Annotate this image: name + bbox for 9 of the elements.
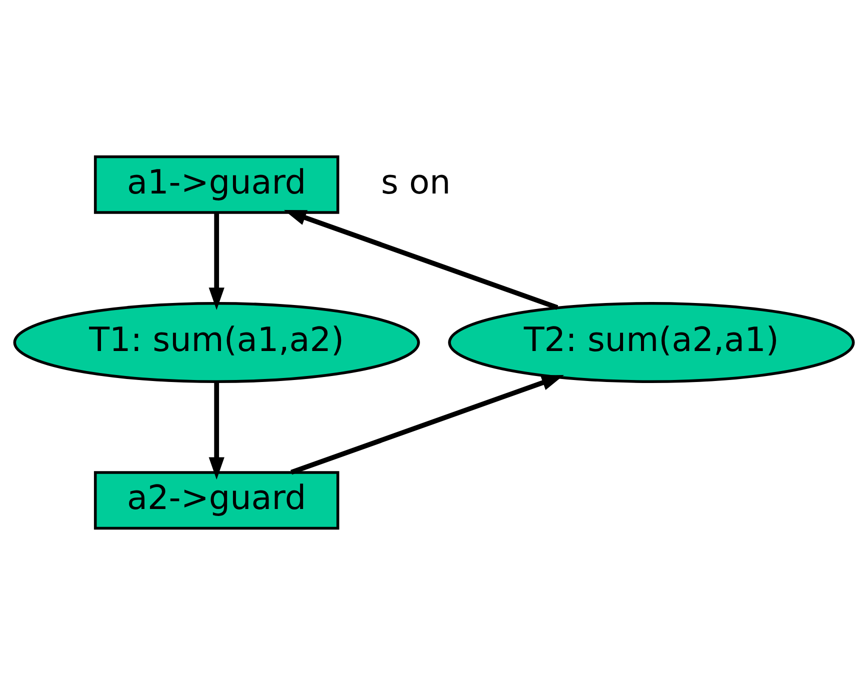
arrow: [290, 374, 564, 474]
label: s on: [380, 162, 450, 201]
node-box: a2->guard: [93, 470, 339, 530]
arrow: [208, 212, 224, 310]
arrow: [283, 210, 558, 310]
node-ellipse: T2: sum(a2,a1): [448, 302, 854, 383]
arrow: [208, 382, 224, 480]
node-ellipse: T1: sum(a1,a2): [12, 302, 420, 383]
node-box: a1->guard: [93, 154, 339, 214]
